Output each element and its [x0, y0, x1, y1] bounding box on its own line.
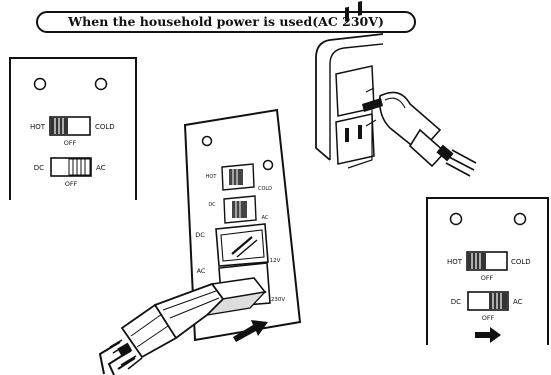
right-panel-detail: HOT COLD OFF DC AC OFF	[426, 197, 549, 345]
panel-label-hot: HOT	[206, 174, 218, 180]
right-screw-hole-left	[449, 212, 463, 226]
right-arrow-icon	[475, 327, 501, 343]
panel-label-dc: DC	[208, 202, 216, 208]
panel-label-ac: AC	[262, 215, 269, 221]
label-hot: HOT	[30, 123, 46, 131]
right-label-cold: COLD	[511, 258, 531, 266]
label-off-2: OFF	[65, 180, 78, 188]
dc-ac-switch: DC AC OFF	[34, 157, 106, 188]
screw-hole-left	[33, 77, 47, 91]
dc-socket: DC 12V	[195, 223, 281, 267]
label-off: OFF	[64, 139, 77, 147]
screw-hole-right	[94, 77, 108, 91]
right-label-hot: HOT	[447, 258, 463, 266]
right-screw-hole-right	[513, 212, 527, 226]
panel-screw-top	[201, 135, 213, 147]
wall-outlet	[315, 1, 477, 177]
socket-label-dc: DC	[195, 231, 205, 239]
device-plug	[98, 277, 267, 375]
label-cold: COLD	[95, 123, 115, 131]
label-ac: AC	[96, 164, 106, 172]
hot-cold-switch: HOT COLD OFF	[30, 116, 115, 147]
socket-label-12v: 12V	[270, 258, 281, 264]
right-label-off-2: OFF	[482, 314, 495, 322]
panel-dc-ac-switch: DC AC	[208, 195, 269, 224]
panel-hot-cold-switch: HOT COLD	[206, 163, 272, 192]
left-panel-detail: HOT COLD OFF DC AC OFF	[9, 57, 137, 200]
right-hot-cold-switch: HOT COLD OFF	[447, 251, 531, 282]
panel-label-cold: COLD	[258, 186, 272, 192]
device-panel: HOT COLD DC AC DC 12V	[98, 108, 302, 375]
push-arrow	[233, 320, 268, 342]
wall-plug	[362, 87, 477, 177]
right-label-dc: DC	[451, 298, 461, 306]
panel-screw-right	[262, 159, 274, 171]
label-dc: DC	[34, 164, 44, 172]
right-label-ac: AC	[513, 298, 523, 306]
socket-label-ac: AC	[197, 267, 206, 275]
socket-label-230v: 230V	[271, 297, 285, 303]
right-dc-ac-switch: DC AC OFF	[451, 291, 523, 322]
right-label-off: OFF	[481, 274, 494, 282]
page-title: When the household power is used(AC 230V…	[36, 11, 416, 33]
